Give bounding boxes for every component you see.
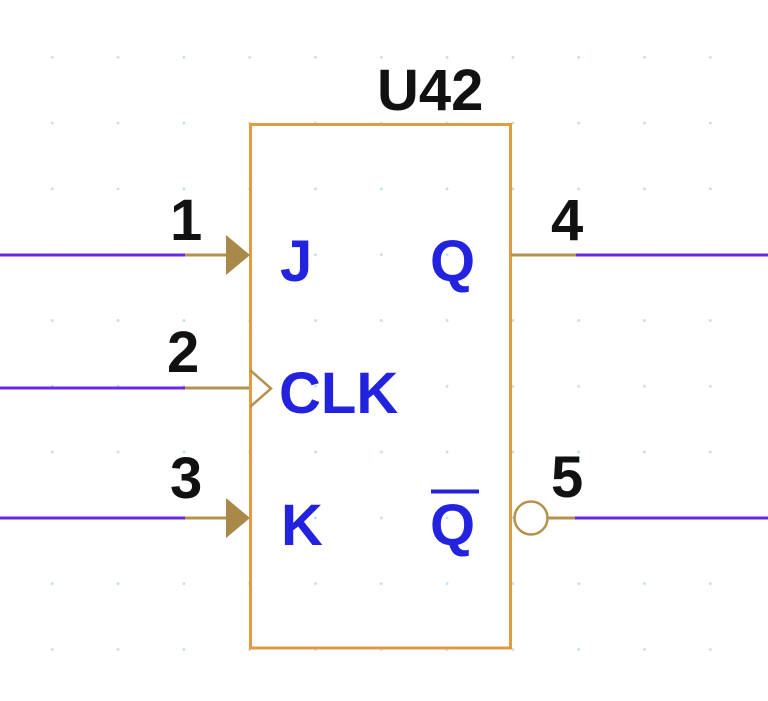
pin-1-j[interactable]: 1 J (170, 188, 312, 294)
pin-4-q[interactable]: 4 Q (430, 188, 583, 294)
pin5-name-label: Q (430, 493, 475, 558)
pin-2-clk[interactable]: 2 CLK (167, 320, 398, 426)
wires (0, 253, 768, 520)
pin-5-qbar[interactable]: 5 Q (430, 445, 583, 558)
pin2-name-label: CLK (279, 361, 398, 426)
pin3-input-arrow-icon (226, 498, 250, 538)
pin5-number: 5 (551, 445, 583, 510)
pin1-name-label: J (280, 229, 312, 294)
pin2-clock-chevron-icon (249, 369, 273, 408)
pin2-number: 2 (167, 320, 199, 385)
component-designator[interactable]: U42 (377, 58, 483, 123)
pin3-name-label: K (281, 493, 323, 558)
pin4-name-label: Q (430, 229, 475, 294)
pin3-number: 3 (170, 446, 202, 511)
component-u42: U42 (249, 58, 512, 650)
component-body[interactable] (249, 123, 512, 650)
pin-3-k[interactable]: 3 K (170, 446, 323, 558)
pin1-number: 1 (170, 188, 202, 253)
pin1-input-arrow-icon (226, 235, 250, 275)
pin4-number: 4 (551, 188, 583, 253)
pin5-inversion-bubble-icon (513, 500, 549, 536)
